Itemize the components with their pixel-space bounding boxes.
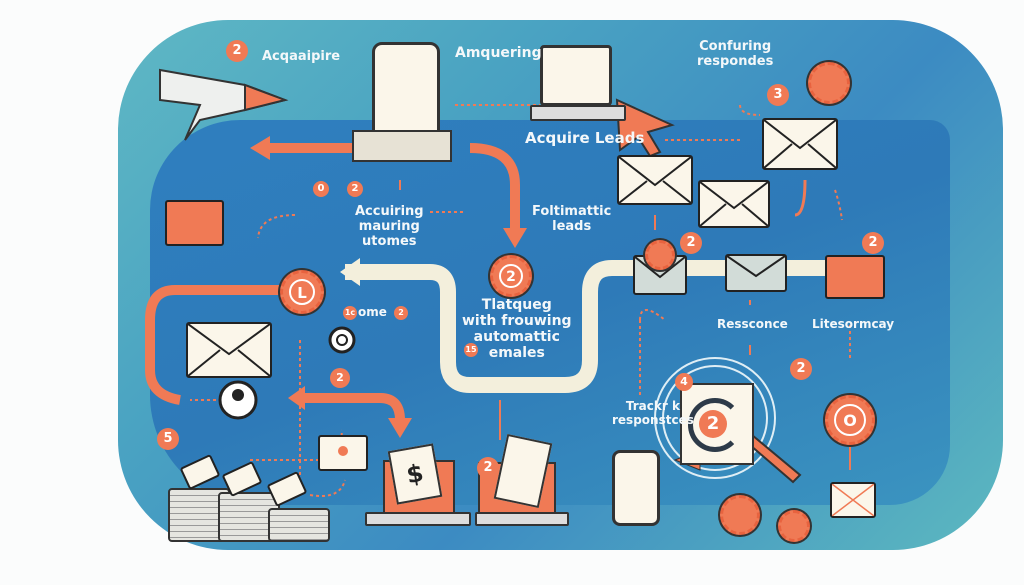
orange-loop-left xyxy=(145,285,282,405)
gear-center: 2 xyxy=(490,255,532,297)
envelope-mid-2 xyxy=(698,180,770,228)
coin-stack-3 xyxy=(268,508,330,542)
label-foltimattic: Foltimattic leads xyxy=(532,204,612,234)
flow-arrow-left-icon xyxy=(340,258,360,286)
orange-arrow-down xyxy=(469,143,520,230)
badge-center-small: 15 xyxy=(464,343,478,357)
paper-plane-icon xyxy=(159,68,289,141)
envelope-flow-2 xyxy=(725,254,787,292)
inner-panel xyxy=(150,120,950,505)
label-accuiring: Accuiring mauring utomes xyxy=(355,204,424,249)
badge-five: 5 xyxy=(157,428,179,450)
gear-bottom-1 xyxy=(720,495,760,535)
dollar-card: $ xyxy=(387,443,443,505)
laptop-base-bottom xyxy=(365,512,471,526)
gear-envelope-row xyxy=(645,240,675,270)
c-badge: 2 xyxy=(699,410,727,438)
badge-track-four: 4 xyxy=(675,373,693,391)
badge-small-a: 0 xyxy=(313,181,329,197)
envelope-small-bottom xyxy=(318,435,368,471)
gear-top-right xyxy=(808,62,850,104)
label-ome: ome xyxy=(358,305,387,319)
envelope-left xyxy=(186,322,272,378)
label-resscnce: Ressconce xyxy=(717,317,788,331)
envelope-open-left xyxy=(165,200,224,246)
label-amquering: Amquering xyxy=(455,45,542,61)
arrow-head-icon xyxy=(503,228,527,248)
mobile-phone xyxy=(612,450,660,526)
main-flow-path xyxy=(345,260,840,393)
arrow-head-icon xyxy=(250,136,270,160)
badge-bottom-env: 2 xyxy=(477,457,499,479)
orange-arrow-bottom xyxy=(300,393,405,421)
badge-plane: 2 xyxy=(226,40,248,62)
label-trackrk: Trackr k responstces xyxy=(612,399,694,427)
envelope-top-right xyxy=(762,118,838,170)
laptop-base xyxy=(530,105,626,121)
badge-ome-a: 1c xyxy=(343,306,357,320)
label-acquire-leads: Acquire Leads xyxy=(525,129,645,147)
gear-left: L xyxy=(280,270,324,314)
envelope-open-right xyxy=(825,255,885,299)
badge-right-env: 2 xyxy=(862,232,884,254)
spiral-icon xyxy=(328,326,356,354)
c-ring-icon xyxy=(688,398,742,452)
cursor-icon xyxy=(615,98,675,158)
envelope-mid-1 xyxy=(617,155,693,205)
badge-track-two: 2 xyxy=(790,358,812,380)
label-center: Tlatqueg with frouwing automattic emales xyxy=(462,297,572,362)
laptop-base-bottom-2 xyxy=(475,512,569,526)
badge-ome-b: 2 xyxy=(394,306,408,320)
badge-circle-small: 2 xyxy=(330,368,350,388)
label-confuring: Confuring respondes xyxy=(697,39,774,69)
label-acquire-top: Acqaaipire xyxy=(262,49,341,64)
envelope-bottom-right xyxy=(830,482,876,518)
phone-tray xyxy=(352,130,452,162)
badge-confuring: 3 xyxy=(767,84,789,106)
badge-small-b: 2 xyxy=(347,181,363,197)
gear-right: O xyxy=(825,395,875,445)
gear-bottom-2 xyxy=(778,510,810,542)
badge-env-row: 2 xyxy=(680,232,702,254)
laptop-screen xyxy=(540,45,612,106)
label-litesormcay: Litesormcay xyxy=(812,317,895,331)
